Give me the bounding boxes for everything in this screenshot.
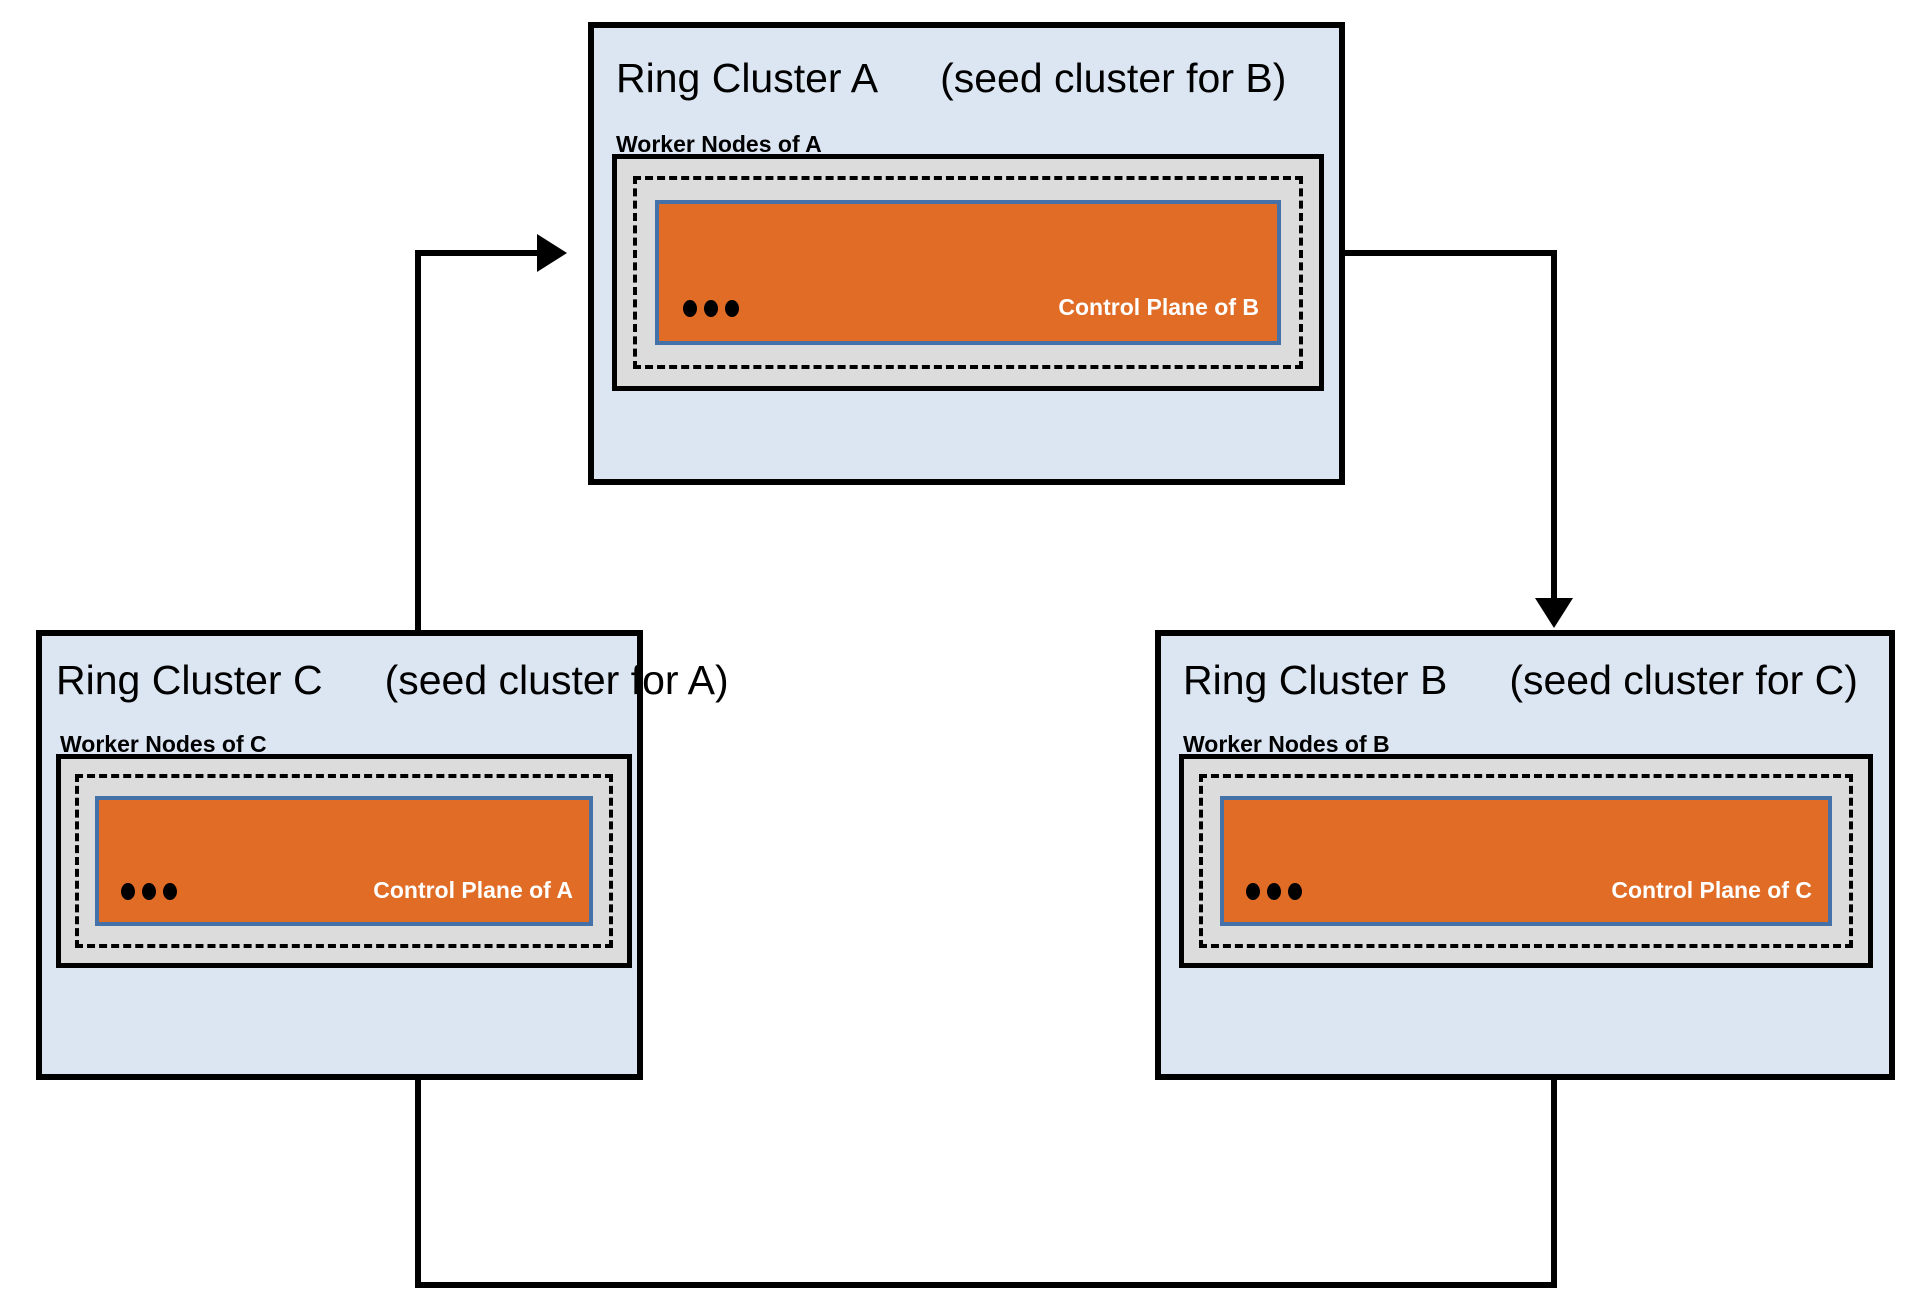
cluster-a-control-plane-label: Control Plane of B <box>1058 294 1259 320</box>
connector-c-to-a-vertical <box>415 250 421 660</box>
cluster-c-control-plane-label: Control Plane of A <box>373 877 573 903</box>
connector-b-to-c-vertical-right <box>1551 1064 1557 1288</box>
cluster-a-worker-label: Worker Nodes of A <box>616 131 822 157</box>
cluster-c-title-main: Ring Cluster C <box>56 657 323 703</box>
cluster-box-b[interactable]: Ring Cluster B (seed cluster for C) Worke… <box>1155 630 1895 1080</box>
cluster-b-control-plane-label: Control Plane of C <box>1611 877 1812 903</box>
cluster-b-title: Ring Cluster B (seed cluster for C) <box>1183 660 1858 701</box>
arrowhead-into-cluster-b <box>1535 598 1573 628</box>
cluster-c-control-plane-box[interactable]: Control Plane of A <box>95 796 593 926</box>
cluster-a-worker-dashed-boundary: Control Plane of B <box>633 176 1303 369</box>
cluster-c-worker-nodes-box[interactable]: Control Plane of A <box>56 754 632 968</box>
cluster-b-title-main: Ring Cluster B <box>1183 657 1448 703</box>
cluster-c-seed-note: (seed cluster for A) <box>384 657 729 703</box>
cluster-c-title: Ring Cluster C (seed cluster for A) <box>56 660 729 701</box>
cluster-c-ellipsis-dots <box>121 883 177 900</box>
cluster-a-title-main: Ring Cluster A <box>616 55 879 101</box>
cluster-b-worker-nodes-box[interactable]: Control Plane of C <box>1179 754 1873 968</box>
cluster-b-worker-label: Worker Nodes of B <box>1183 731 1390 757</box>
cluster-a-seed-note: (seed cluster for B) <box>940 55 1287 101</box>
cluster-a-control-plane-box[interactable]: Control Plane of B <box>655 200 1281 345</box>
connector-a-to-b-vertical <box>1551 250 1557 618</box>
arrowhead-into-cluster-a <box>537 234 567 272</box>
cluster-b-ellipsis-dots <box>1246 883 1302 900</box>
connector-b-to-c-vertical-left <box>415 1080 421 1285</box>
cluster-a-ellipsis-dots <box>683 300 739 317</box>
cluster-b-control-plane-box[interactable]: Control Plane of C <box>1220 796 1832 926</box>
cluster-a-title: Ring Cluster A (seed cluster for B) <box>616 58 1286 99</box>
cluster-b-worker-dashed-boundary: Control Plane of C <box>1199 774 1853 948</box>
cluster-c-worker-dashed-boundary: Control Plane of A <box>75 774 613 948</box>
connector-b-to-c-horizontal <box>415 1282 1557 1288</box>
cluster-b-seed-note: (seed cluster for C) <box>1509 657 1858 703</box>
cluster-a-worker-nodes-box[interactable]: Control Plane of B <box>612 154 1324 391</box>
cluster-c-worker-label: Worker Nodes of C <box>60 731 267 757</box>
cluster-box-c[interactable]: Ring Cluster C (seed cluster for A) Worke… <box>36 630 729 1080</box>
connector-c-to-a-horizontal <box>415 250 540 256</box>
cluster-box-a[interactable]: Ring Cluster A (seed cluster for B) Worke… <box>588 22 1345 485</box>
connector-a-to-b-horizontal <box>1345 250 1557 256</box>
